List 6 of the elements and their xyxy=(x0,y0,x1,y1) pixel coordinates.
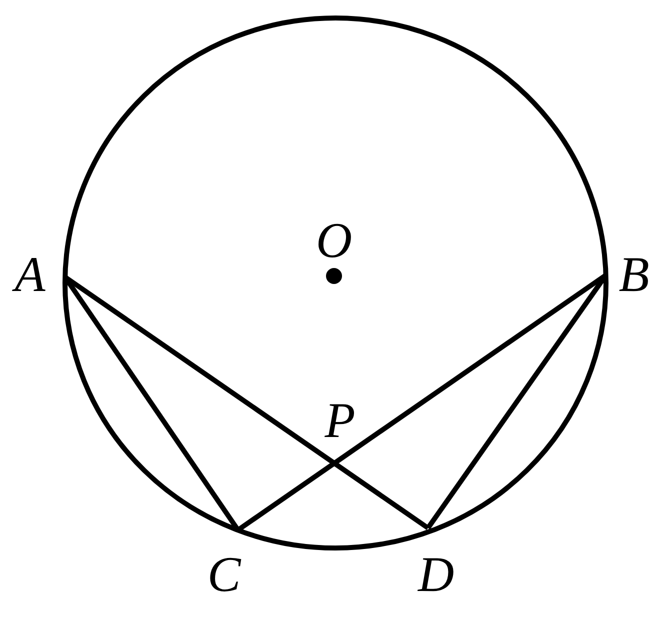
point-label: P xyxy=(324,394,356,446)
point-label: C xyxy=(202,548,246,600)
point-label: A xyxy=(8,248,52,300)
point-label: O xyxy=(314,214,354,266)
point-label: D xyxy=(414,548,458,600)
point-label: B xyxy=(612,248,656,300)
